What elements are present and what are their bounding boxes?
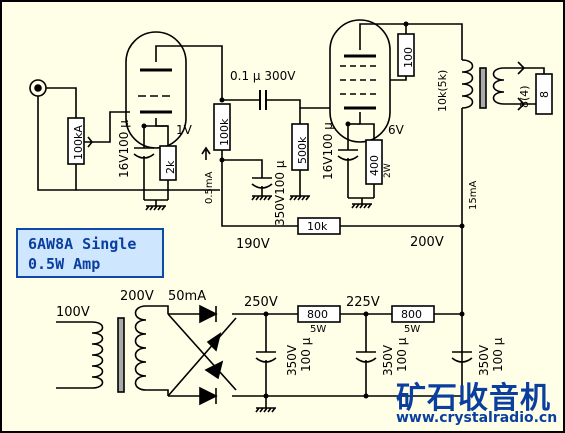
wire-plate2 <box>359 23 463 60</box>
label-cath2-watt: 2W <box>383 163 393 178</box>
wire-coupling <box>222 99 330 109</box>
ground-symbol-g2 <box>289 170 310 201</box>
label-cath1-cap: 16V100 μ <box>117 120 131 178</box>
watermark-logo: 矿石收音机 <box>396 381 551 416</box>
watermark-url: www.crystalradio.cn <box>396 410 558 426</box>
label-output-transformer: 10k(5k) <box>436 70 449 112</box>
label-cath1-voltage: 1V <box>176 123 193 137</box>
label-mains: 100V <box>56 305 90 320</box>
wire-cath2-gnd <box>347 184 375 204</box>
power-transformer <box>91 305 147 393</box>
wire-b-plus-2 <box>221 150 462 227</box>
label-190v: 190V <box>236 237 270 252</box>
wire-cath1-gnd <box>143 180 169 206</box>
wire-cathode1 <box>155 118 169 146</box>
cathode-capacitor-2 <box>337 124 359 184</box>
label-sec-current: 50mA <box>168 289 206 304</box>
label-current-1: 0.5mA <box>204 171 215 204</box>
ground-symbol-2 <box>351 203 372 209</box>
dropping-resistor <box>297 217 341 235</box>
label-cath2-voltage: 6V <box>388 123 405 137</box>
cathode-capacitor-1 <box>133 126 155 180</box>
label-c2-cap: 100 μ <box>395 337 409 372</box>
triode-tube <box>125 31 187 149</box>
speaker-load <box>535 73 553 115</box>
current-arrow-1 <box>201 146 211 160</box>
label-cath2-res: 400 <box>368 155 381 176</box>
label-c1-cap: 100 μ <box>299 337 313 372</box>
label-current-2: 15mA <box>468 181 479 210</box>
label-c2-voltage: 350V <box>381 344 395 376</box>
bridge-rectifier <box>167 304 266 406</box>
wire-pot-gnd <box>37 96 77 191</box>
label-c3-voltage: 350V <box>477 344 491 376</box>
output-transformer <box>461 59 505 109</box>
wire-wiper-grid <box>92 111 130 143</box>
label-speaker: 8 <box>538 91 551 98</box>
label-c1-voltage: 350V <box>285 344 299 376</box>
filter-capacitor-2 <box>355 314 377 396</box>
label-r1-watt: 5W <box>310 324 326 335</box>
label-sec-voltage: 200V <box>120 289 154 304</box>
label-c3-cap: 100 μ <box>491 337 505 372</box>
label-grid-res: 100k <box>218 118 231 146</box>
wire-plate1 <box>155 45 223 100</box>
input-jack <box>29 79 47 97</box>
label-speaker-impedance: 8(4) <box>518 85 531 108</box>
label-r2: 800 <box>401 308 422 321</box>
label-volume-pot: 100kA <box>72 125 85 160</box>
filter-capacitor-1 <box>255 314 277 396</box>
label-screen-res: 100 <box>402 47 415 68</box>
label-225v: 225V <box>346 295 380 310</box>
coupling-capacitor <box>259 90 267 110</box>
pot-wiper <box>84 136 94 148</box>
wire-input <box>46 87 77 118</box>
wire-sec-bot <box>146 389 169 396</box>
ground-symbol-1 <box>145 205 166 211</box>
label-g2-res: 500k <box>296 136 309 164</box>
label-dropping-res: 10k <box>307 220 328 233</box>
label-200v: 200V <box>410 235 444 250</box>
label-cath1-res: 2k <box>164 160 177 174</box>
filter-resistor-1 <box>297 305 341 323</box>
label-coupling-cap: 0.1 μ 300V <box>230 69 296 83</box>
wire-mains <box>56 321 92 389</box>
junction-dots <box>141 21 465 399</box>
wire-dec1 <box>222 159 263 178</box>
title-line-1: 6AW8A Single <box>28 235 137 253</box>
filter-resistor-2 <box>391 305 435 323</box>
decoupling-capacitor-1 <box>251 177 273 201</box>
wire-cathode2 <box>359 112 375 140</box>
pentode-tube <box>329 19 391 143</box>
label-r2-watt: 5W <box>404 324 420 335</box>
label-250v: 250V <box>244 295 278 310</box>
wire-speaker <box>504 61 545 111</box>
label-cath2-cap: 16V100 μ <box>321 122 335 180</box>
title-line-2: 0.5W Amp <box>28 255 101 273</box>
wire-screen <box>390 76 407 81</box>
label-r1: 800 <box>307 308 328 321</box>
ground-symbol-ps <box>255 396 276 413</box>
label-decoupling-cap: 350V100 μ <box>273 160 287 226</box>
title-box: 6AW8A Single 0.5W Amp <box>16 228 164 278</box>
filter-capacitor-3 <box>451 351 473 363</box>
wire-sec-top <box>146 305 169 314</box>
